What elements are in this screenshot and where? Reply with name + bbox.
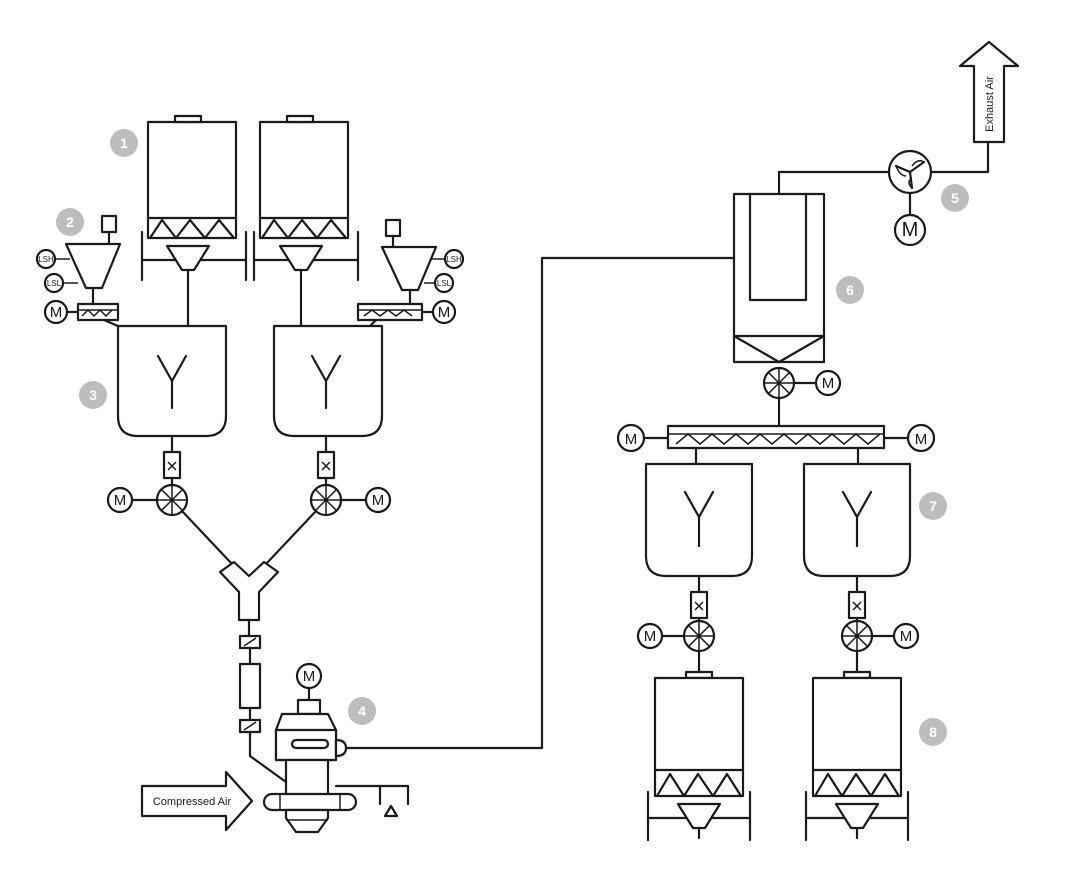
pneumatic-pump bbox=[262, 684, 410, 834]
exhaust-air-arrow-icon: Exhaust Air bbox=[958, 40, 1020, 144]
svg-text:M: M bbox=[114, 492, 127, 509]
motor-icon: M bbox=[339, 486, 392, 514]
conveying-line bbox=[344, 256, 736, 750]
weigh-hopper-lower-right bbox=[802, 462, 912, 594]
motor-icon: M bbox=[870, 622, 920, 650]
motor-icon: M bbox=[43, 299, 69, 325]
badge-6: 6 bbox=[836, 276, 864, 304]
small-hopper-right bbox=[380, 218, 446, 306]
motor-icon: M bbox=[792, 369, 842, 397]
svg-text:2: 2 bbox=[66, 214, 74, 230]
fan-icon bbox=[887, 140, 990, 218]
slide-gate-left bbox=[162, 450, 182, 487]
slide-gate-right bbox=[316, 450, 336, 487]
screw-feeder-left bbox=[66, 302, 120, 328]
weigh-hopper-left bbox=[116, 324, 228, 454]
svg-text:1: 1 bbox=[120, 135, 128, 151]
level-switch-low-left: LSL bbox=[43, 272, 65, 294]
svg-text:M: M bbox=[902, 219, 919, 241]
motor-icon: M bbox=[636, 622, 686, 650]
svg-text:M: M bbox=[372, 492, 385, 509]
svg-text:M: M bbox=[50, 304, 63, 321]
svg-text:LSL: LSL bbox=[437, 279, 452, 288]
svg-text:8: 8 bbox=[929, 724, 937, 740]
svg-text:M: M bbox=[915, 431, 928, 448]
rotary-valve-filter bbox=[762, 366, 796, 428]
rotary-valve-lower-right bbox=[840, 619, 874, 674]
badge-2: 2 bbox=[56, 208, 84, 236]
badge-1: 1 bbox=[110, 129, 138, 157]
badge-5: 5 bbox=[941, 184, 969, 212]
svg-text:LSL: LSL bbox=[47, 279, 62, 288]
filter-receiver bbox=[732, 170, 826, 364]
screw-conveyor-icon bbox=[642, 424, 910, 466]
svg-text:3: 3 bbox=[89, 387, 97, 403]
svg-text:6: 6 bbox=[846, 282, 854, 298]
badge-7: 7 bbox=[919, 492, 947, 520]
slide-gate-lower-left bbox=[689, 590, 709, 623]
svg-text:LSH: LSH bbox=[38, 255, 54, 264]
small-hopper-left bbox=[56, 214, 122, 306]
motor-icon: M bbox=[893, 213, 927, 247]
compressed-air-arrow-icon: Compressed Air bbox=[140, 770, 254, 832]
level-switch-high-left: LSH bbox=[35, 248, 57, 270]
level-switch-high-right: LSH bbox=[443, 248, 465, 270]
feed-line-to-pump bbox=[238, 634, 288, 784]
svg-text:M: M bbox=[900, 628, 913, 645]
badge-4: 4 bbox=[348, 697, 376, 725]
silo-left bbox=[140, 114, 248, 327]
svg-text:M: M bbox=[822, 375, 835, 392]
silo-lower-left bbox=[646, 670, 752, 842]
svg-text:M: M bbox=[644, 628, 657, 645]
silo-lower-right bbox=[804, 670, 910, 842]
badge-3: 3 bbox=[79, 381, 107, 409]
motor-icon: M bbox=[431, 299, 457, 325]
svg-text:7: 7 bbox=[929, 498, 937, 514]
motor-icon: M bbox=[106, 486, 159, 514]
weigh-hopper-lower-left bbox=[644, 462, 754, 594]
motor-icon: M bbox=[616, 423, 646, 453]
motor-icon: M bbox=[295, 662, 323, 690]
svg-text:M: M bbox=[438, 304, 451, 321]
rotary-valve-left bbox=[155, 483, 189, 517]
silo-right bbox=[252, 114, 360, 327]
exhaust-air-label: Exhaust Air bbox=[984, 76, 996, 132]
y-junction bbox=[180, 509, 318, 638]
screw-feeder-right bbox=[356, 302, 434, 328]
svg-text:5: 5 bbox=[951, 190, 959, 206]
svg-text:M: M bbox=[625, 431, 638, 448]
weigh-hopper-right bbox=[272, 324, 384, 454]
level-switch-low-right: LSL bbox=[433, 272, 455, 294]
motor-icon: M bbox=[906, 423, 936, 453]
badge-8: 8 bbox=[919, 718, 947, 746]
svg-text:4: 4 bbox=[358, 703, 366, 719]
svg-text:LSH: LSH bbox=[446, 255, 462, 264]
slide-gate-lower-right bbox=[847, 590, 867, 623]
rotary-valve-lower-left bbox=[682, 619, 716, 674]
svg-text:M: M bbox=[303, 668, 316, 685]
compressed-air-label: Compressed Air bbox=[153, 796, 232, 808]
